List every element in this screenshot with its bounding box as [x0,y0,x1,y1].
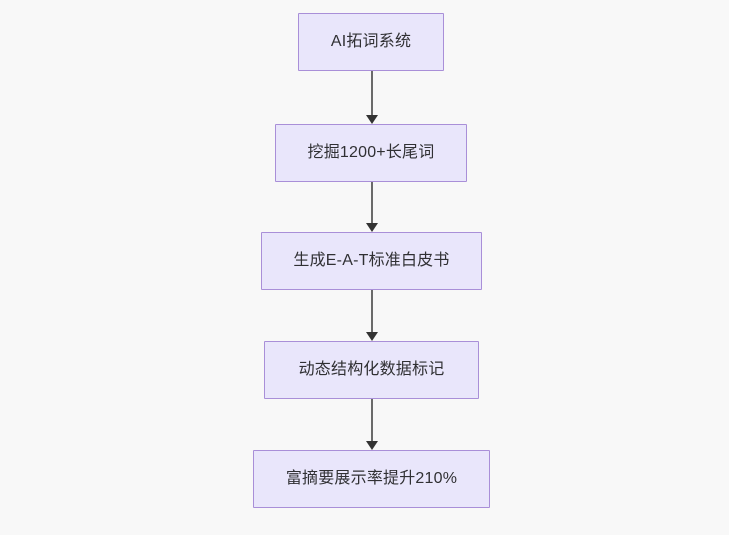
flow-edge-n4-n5 [366,399,378,450]
flow-node-ai-keyword-system[interactable]: AI拓词系统 [298,13,444,71]
flow-node-mine-longtail-keywords[interactable]: 挖掘1200+长尾词 [275,124,467,182]
edge-line [371,290,373,332]
flow-node-label: 生成E-A-T标准白皮书 [293,252,450,270]
flow-node-label: AI拓词系统 [330,33,412,51]
flow-edge-n3-n4 [366,290,378,341]
flow-node-label: 挖掘1200+长尾词 [307,144,435,162]
flow-edge-n2-n3 [366,182,378,232]
flow-node-generate-eat-whitepaper[interactable]: 生成E-A-T标准白皮书 [261,232,482,290]
arrow-down-icon [366,115,378,124]
flow-edge-n1-n2 [366,71,378,124]
flow-node-label: 富摘要展示率提升210% [285,470,458,488]
arrow-down-icon [366,441,378,450]
flow-node-dynamic-structured-data-markup[interactable]: 动态结构化数据标记 [264,341,479,399]
arrow-down-icon [366,223,378,232]
flow-node-rich-snippet-impression-lift[interactable]: 富摘要展示率提升210% [253,450,490,508]
edge-line [371,399,373,441]
edge-line [371,182,373,223]
arrow-down-icon [366,332,378,341]
edge-line [371,71,373,115]
flow-node-label: 动态结构化数据标记 [298,361,445,379]
